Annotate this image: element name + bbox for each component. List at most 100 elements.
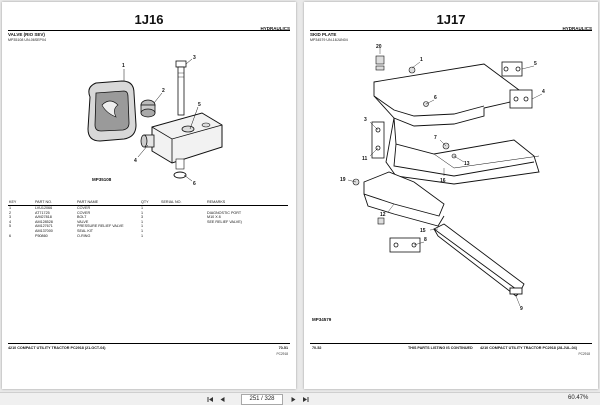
footer-doc-code: PC2918 [578, 352, 590, 356]
section-category: HYDRAULICS [260, 26, 290, 31]
parts-table: KEY PART NO. PART NAME QTY SERIAL NO. RE… [8, 200, 288, 238]
col-serial: SERIAL NO. [160, 200, 206, 206]
page-header: 1J17 [436, 12, 466, 27]
cell-remarks [206, 234, 288, 239]
table-header-row: KEY PART NO. PART NAME QTY SERIAL NO. RE… [8, 200, 288, 206]
callout-6: 6 [193, 181, 196, 187]
col-part-name: PART NAME [76, 200, 140, 206]
callout-5: 5 [198, 102, 201, 108]
footer-doc-code: PC2918 [276, 352, 288, 356]
header-rule [8, 30, 290, 31]
col-key: KEY [8, 200, 34, 206]
zoom-level[interactable]: 60.47% [568, 395, 589, 401]
cell-part-no: AM137000 [35, 228, 53, 233]
cell-qty: 1 [141, 210, 144, 215]
next-page-icon [291, 396, 296, 402]
last-page-button[interactable] [301, 395, 310, 403]
cell-remarks: M10 X 8 [207, 215, 221, 220]
callout-7: 7 [434, 135, 437, 141]
cell-qty: 1 [141, 224, 144, 229]
cell-key: 1 [9, 206, 12, 210]
lower-skid-part [363, 171, 445, 227]
callout-19: 19 [340, 177, 346, 183]
col-qty: QTY [140, 200, 160, 206]
section-code: MP34579 UN-16JUN04 [310, 38, 348, 42]
section-title: VALVE (RIO SEV) [8, 32, 45, 37]
callout-8: 8 [424, 237, 427, 243]
hardware-part [352, 55, 457, 225]
valve-diagram: 1 2 3 4 5 6 [87, 55, 223, 187]
prev-page-button[interactable] [218, 395, 227, 403]
viewer-toolbar: 60.47% [0, 392, 600, 405]
cell-part-no: LVU12066 [35, 206, 53, 210]
callout-1: 1 [420, 57, 423, 63]
cell-part-name: BOLT [77, 215, 87, 220]
table-row: 4 AM128528 VALVE 1 SEE RELIEF VALVE) [8, 220, 288, 225]
callout-20: 20 [376, 44, 382, 50]
callout-1: 1 [122, 63, 125, 69]
last-page-icon [303, 396, 309, 402]
section-code: MP35108 UN-06SEP04 [8, 38, 46, 42]
callout-11: 11 [362, 156, 368, 162]
cell-qty: 1 [141, 206, 144, 210]
skid-plate-part [373, 63, 540, 185]
footer-rule [310, 343, 592, 344]
footer-continued-note: THIS PARTS LISTING IS CONTINUED [408, 346, 473, 350]
page-left: 1J16 VALVE (RIO SEV) HYDRAULICS MP35108 … [2, 2, 296, 389]
first-page-icon [207, 396, 213, 402]
page-number-input[interactable] [241, 394, 283, 405]
first-page-button[interactable] [206, 395, 215, 403]
cell-part-name: SEAL KIT [77, 228, 94, 233]
cell-part-no: AM128528 [35, 219, 53, 224]
section-category: HYDRAULICS [562, 26, 592, 31]
figure-label: MP35108 [92, 177, 112, 182]
cell-serial [160, 234, 206, 239]
prev-page-icon [220, 396, 225, 402]
skid-plate-diagram: 20 1 5 4 6 3 7 19 11 13 16 12 15 8 9 [340, 44, 545, 312]
callout-3: 3 [193, 55, 196, 61]
cell-key: 4 [9, 219, 12, 224]
page-right: 1J17 SKID PLATE HYDRAULICS MP34579 UN-16… [304, 2, 598, 389]
cap-part [140, 99, 156, 118]
footer-left: 4210 COMPACT UTILITY TRACTOR PC2918 (21-… [8, 346, 106, 350]
cell-key: 6 [9, 233, 12, 238]
cell-part-no: AT71725 [35, 210, 50, 215]
callout-5: 5 [534, 61, 537, 67]
callout-3: 3 [364, 117, 367, 123]
next-page-button[interactable] [289, 395, 298, 403]
cell-part-name: VALVE [77, 219, 89, 224]
cover-part [87, 80, 137, 142]
cell-qty: 3 [141, 215, 144, 220]
rail-part [433, 223, 525, 297]
cell-key: 5 [9, 224, 12, 229]
cell-key: 3 [9, 215, 12, 220]
callout-4: 4 [134, 158, 137, 164]
bracket-part [371, 61, 533, 253]
callout-15: 15 [420, 228, 426, 234]
callout-6: 6 [434, 95, 437, 101]
callout-13: 13 [464, 161, 470, 167]
footer-page-number: 70-52 [312, 346, 322, 350]
footer-right: 4210 COMPACT UTILITY TRACTOR PC2918 (28-… [480, 346, 577, 350]
cell-qty: 1 [141, 219, 144, 224]
bolt-part [175, 60, 187, 116]
o-ring-part [173, 158, 187, 179]
footer-page-number: 70-51 [278, 346, 288, 350]
cell-part-name: COVER [77, 210, 91, 215]
cell-part-name: O-RING [77, 233, 91, 238]
cell-remarks: SEE RELIEF VALVE) [207, 219, 242, 224]
cell-qty: 1 [141, 233, 144, 238]
callout-2: 2 [162, 88, 165, 94]
figure-label: MP34579 [312, 317, 332, 322]
page-header: 1J16 [134, 12, 164, 27]
cell-part-name: PRESSURE RELIEF VALVE [77, 224, 124, 229]
cell-remarks: DIAGNOSTIC PORT [207, 210, 242, 215]
header-rule [310, 30, 592, 31]
callout-16: 16 [440, 178, 446, 184]
